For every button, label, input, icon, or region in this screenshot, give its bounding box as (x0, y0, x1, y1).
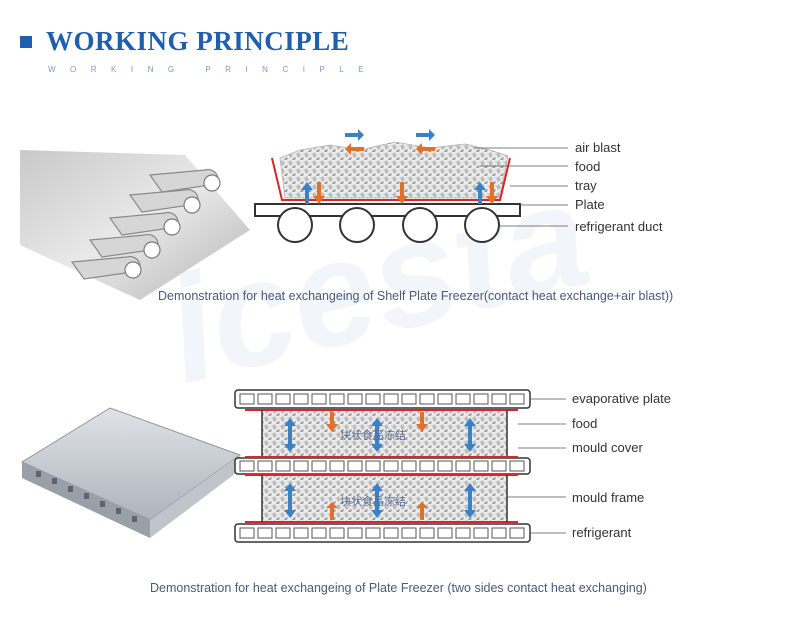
shelf-plate-diagram: air blast food tray Plate refrigerant du… (254, 129, 663, 243)
caption-1: Demonstration for heat exchangeing of Sh… (158, 289, 673, 303)
label-refrigerant-duct: refrigerant duct (575, 219, 663, 234)
heat-arrows-1 (301, 182, 498, 204)
label-plate: Plate (575, 197, 605, 212)
label-mould-cover: mould cover (572, 440, 643, 455)
mould-covers (245, 409, 518, 523)
label-food-2: food (572, 416, 597, 431)
food-pile (279, 141, 509, 199)
food-block-top (262, 410, 507, 458)
label-refrigerant: refrigerant (572, 525, 632, 540)
mould-frames (261, 410, 508, 522)
plate-photo-2 (20, 407, 242, 538)
caption-2: Demonstration for heat exchangeing of Pl… (150, 581, 647, 595)
label-mould-frame: mould frame (572, 490, 644, 505)
plate (254, 203, 521, 217)
leader-lines-1 (475, 147, 568, 227)
page-subtitle: WORKING PRINCIPLE (48, 65, 379, 74)
label-tray: tray (575, 178, 597, 193)
plate-photo-1 (20, 150, 250, 300)
page-title: WORKING PRINCIPLE (46, 26, 350, 56)
label-food: food (575, 159, 600, 174)
food-text-top: 块状食品冻结 (340, 428, 406, 442)
label-air-blast: air blast (575, 140, 621, 155)
food-block-bottom (262, 474, 507, 522)
air-blast-arrows (345, 129, 435, 155)
leader-lines-2 (507, 398, 566, 534)
plate-freezer-diagram: 块状食品冻结 块状食品冻结 evaporative plate food mou… (234, 389, 671, 543)
header-bullet (20, 36, 32, 48)
heat-arrows-2 (284, 412, 476, 520)
food-text-bottom: 块状食品冻结 (340, 494, 406, 508)
label-evaporative-plate: evaporative plate (572, 391, 671, 406)
tray (271, 157, 511, 201)
